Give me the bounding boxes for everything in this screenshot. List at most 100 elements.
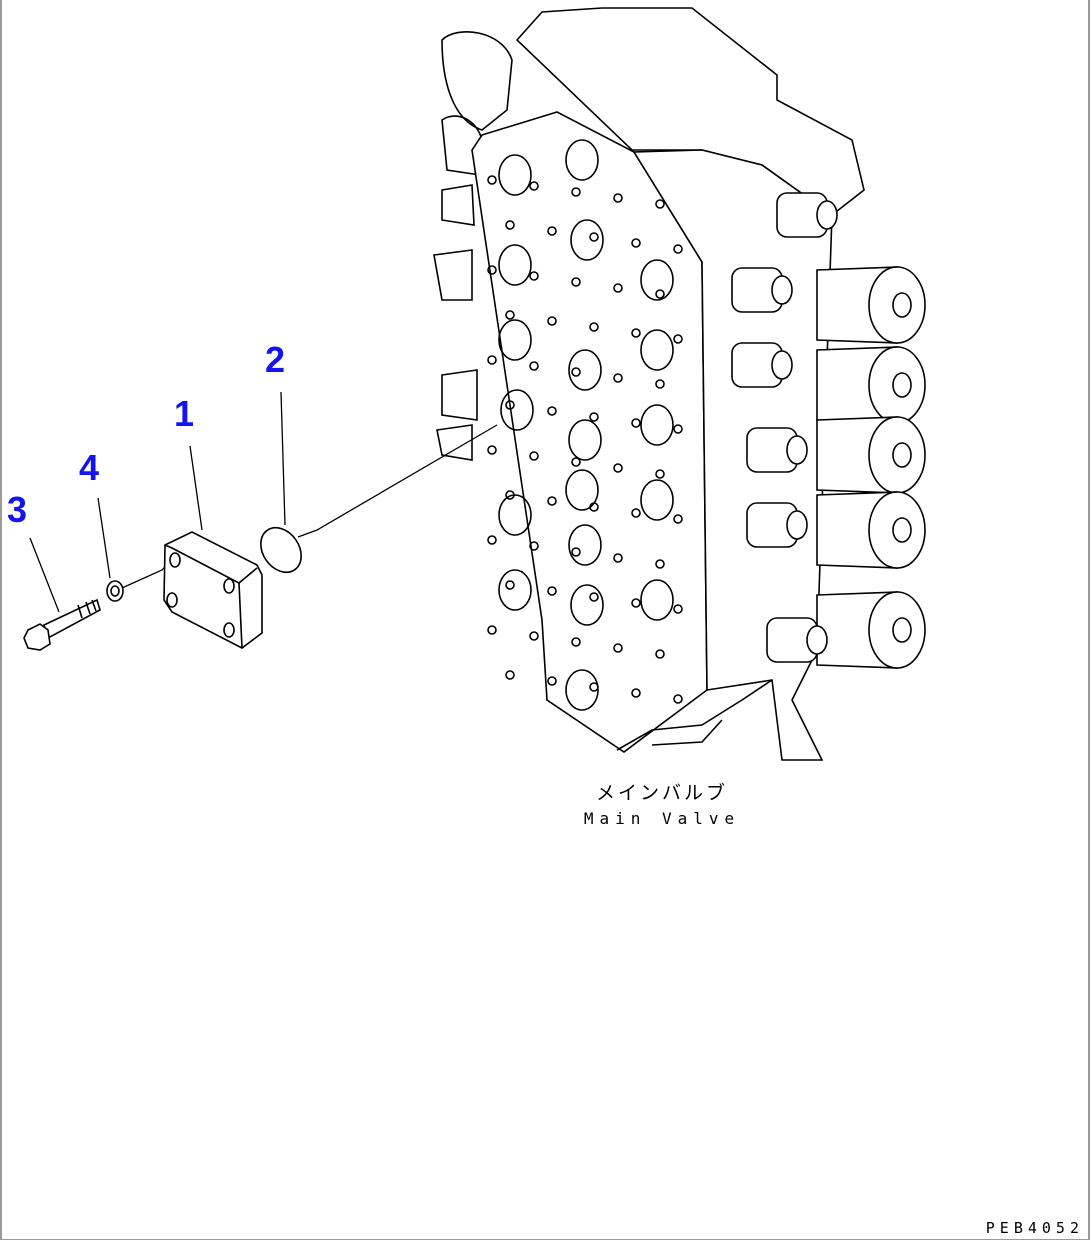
valve-port-holes <box>487 139 683 711</box>
small-port-hole <box>547 316 557 326</box>
callout-3: 3 <box>7 489 28 530</box>
fitting-end <box>786 510 808 540</box>
assembly-name-english: Main Valve <box>583 809 741 828</box>
large-port-hole <box>568 419 602 461</box>
small-port-hole <box>487 355 497 365</box>
small-port-hole <box>673 244 683 254</box>
small-port-hole <box>589 592 599 602</box>
cover-plate-part-1 <box>163 531 263 649</box>
small-port-hole <box>505 220 515 230</box>
small-port-hole <box>571 187 581 197</box>
valve-left-side-caps <box>441 31 513 131</box>
spool-cap-center <box>892 372 912 398</box>
small-port-hole <box>613 463 623 473</box>
large-port-hole <box>500 389 534 431</box>
large-port-hole <box>498 319 532 361</box>
small-port-hole <box>571 277 581 287</box>
washer-part-4 <box>106 580 124 602</box>
small-port-hole <box>655 559 665 569</box>
bolt-part-3 <box>23 598 101 651</box>
main-valve-illustration <box>433 7 926 761</box>
small-port-hole <box>655 649 665 659</box>
leader-lines <box>29 391 498 613</box>
small-port-hole <box>505 400 515 410</box>
small-port-hole <box>589 502 599 512</box>
small-port-hole <box>529 181 539 191</box>
large-port-hole <box>570 219 604 261</box>
small-port-hole <box>571 457 581 467</box>
small-port-hole <box>487 175 497 185</box>
small-port-hole <box>631 688 641 698</box>
spool-cap-center <box>892 617 912 643</box>
fitting-end <box>806 625 828 655</box>
small-port-hole <box>655 469 665 479</box>
small-port-hole <box>673 694 683 704</box>
small-port-hole <box>673 514 683 524</box>
large-port-hole <box>498 494 532 536</box>
large-port-hole <box>640 404 674 446</box>
small-port-hole <box>613 643 623 653</box>
valve-spools <box>731 192 926 669</box>
large-port-hole <box>565 139 599 181</box>
small-port-hole <box>487 535 497 545</box>
large-port-hole <box>640 579 674 621</box>
small-port-hole <box>631 238 641 248</box>
small-port-hole <box>571 637 581 647</box>
callout-4: 4 <box>79 447 100 488</box>
fitting-end <box>816 200 838 230</box>
small-port-hole <box>589 322 599 332</box>
large-port-hole <box>640 329 674 371</box>
small-port-hole <box>631 508 641 518</box>
small-port-hole <box>571 367 581 377</box>
large-port-hole <box>640 259 674 301</box>
assembly-name-japanese: メインバルブ <box>595 782 728 804</box>
small-port-hole <box>571 547 581 557</box>
fitting-end <box>786 435 808 465</box>
small-port-hole <box>547 406 557 416</box>
small-port-hole <box>613 373 623 383</box>
small-port-hole <box>655 199 665 209</box>
small-port-hole <box>613 193 623 203</box>
small-port-hole <box>487 445 497 455</box>
large-port-hole <box>640 479 674 521</box>
small-port-hole <box>673 424 683 434</box>
small-port-hole <box>529 451 539 461</box>
spool-end-cap <box>868 416 926 494</box>
small-port-hole <box>655 379 665 389</box>
large-port-hole <box>570 584 604 626</box>
small-port-hole <box>655 289 665 299</box>
small-port-hole <box>505 310 515 320</box>
spool-cap-center <box>892 517 912 543</box>
small-port-hole <box>505 490 515 500</box>
small-port-hole <box>631 418 641 428</box>
callout-2: 2 <box>265 339 286 380</box>
spool-end-cap <box>868 346 926 424</box>
large-port-hole <box>565 469 599 511</box>
small-port-hole <box>673 604 683 614</box>
small-port-hole <box>589 682 599 692</box>
spool-cap-center <box>892 442 912 468</box>
fitting-end <box>771 350 793 380</box>
small-port-hole <box>631 598 641 608</box>
spool-end-cap <box>868 591 926 669</box>
small-port-hole <box>547 676 557 686</box>
large-port-hole <box>568 349 602 391</box>
small-port-hole <box>487 265 497 275</box>
small-port-hole <box>547 496 557 506</box>
drawing-code: PEB4052 <box>985 1219 1084 1237</box>
o-ring-part-2 <box>260 526 302 574</box>
small-port-hole <box>547 586 557 596</box>
small-port-hole <box>505 670 515 680</box>
large-port-hole <box>498 154 532 196</box>
small-port-hole <box>529 271 539 281</box>
large-port-hole <box>565 669 599 711</box>
spool-end-cap <box>868 491 926 569</box>
small-port-hole <box>529 361 539 371</box>
small-port-hole <box>505 580 515 590</box>
spool-end-cap <box>868 266 926 344</box>
small-port-hole <box>631 328 641 338</box>
small-port-hole <box>487 625 497 635</box>
small-port-hole <box>673 334 683 344</box>
